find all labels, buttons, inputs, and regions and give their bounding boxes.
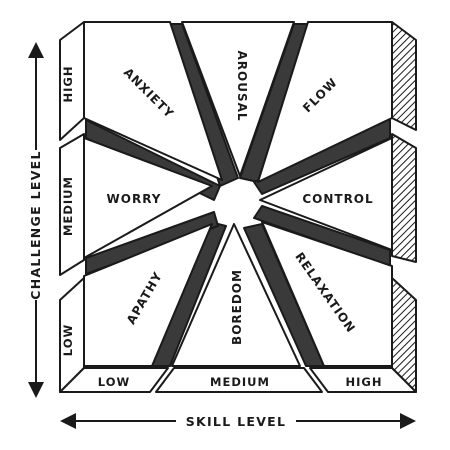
- x-level-medium: MEDIUM: [210, 375, 270, 389]
- y-level-high: HIGH: [61, 66, 75, 103]
- zone-label-boredom: BOREDOM: [230, 269, 244, 345]
- zone-wedges: [83, 21, 393, 367]
- x-block-high-face: [309, 367, 417, 393]
- zone-label-worry: WORRY: [107, 192, 162, 206]
- wedge-boredom: [171, 223, 301, 367]
- x-level-low: LOW: [98, 375, 130, 389]
- right-side-faces: [391, 21, 417, 393]
- right-face-middle: [391, 133, 417, 263]
- wedge-flow: [257, 21, 393, 183]
- x-block-medium-face: [155, 367, 323, 393]
- y-level-labels: HIGH MEDIUM LOW: [61, 66, 75, 357]
- x-block-low-face: [59, 367, 169, 393]
- shadow-left-lower: [85, 211, 219, 275]
- wedge-relaxation: [261, 221, 393, 367]
- x-level-high: HIGH: [346, 375, 383, 389]
- x-axis-blocks: [59, 367, 417, 393]
- y-block-medium-face: [59, 133, 85, 276]
- wedge-control: [259, 137, 393, 251]
- zone-label-control: CONTROL: [302, 192, 373, 206]
- y-level-low: LOW: [61, 324, 75, 356]
- wedge-worry: [83, 137, 213, 259]
- wedge-anxiety: [83, 21, 223, 181]
- x-axis-title: SKILL LEVEL: [186, 414, 287, 429]
- x-level-labels: LOW MEDIUM HIGH: [98, 375, 383, 389]
- y-axis-title: CHALLENGE LEVEL: [28, 150, 43, 300]
- y-level-medium: MEDIUM: [61, 176, 75, 236]
- axis-arrows: [28, 42, 416, 429]
- wedge-arousal: [181, 21, 295, 177]
- y-axis-blocks: [59, 21, 85, 393]
- wedge-apathy: [83, 223, 213, 367]
- right-face-top: [391, 21, 417, 131]
- zone-label-arousal: AROUSAL: [235, 50, 249, 121]
